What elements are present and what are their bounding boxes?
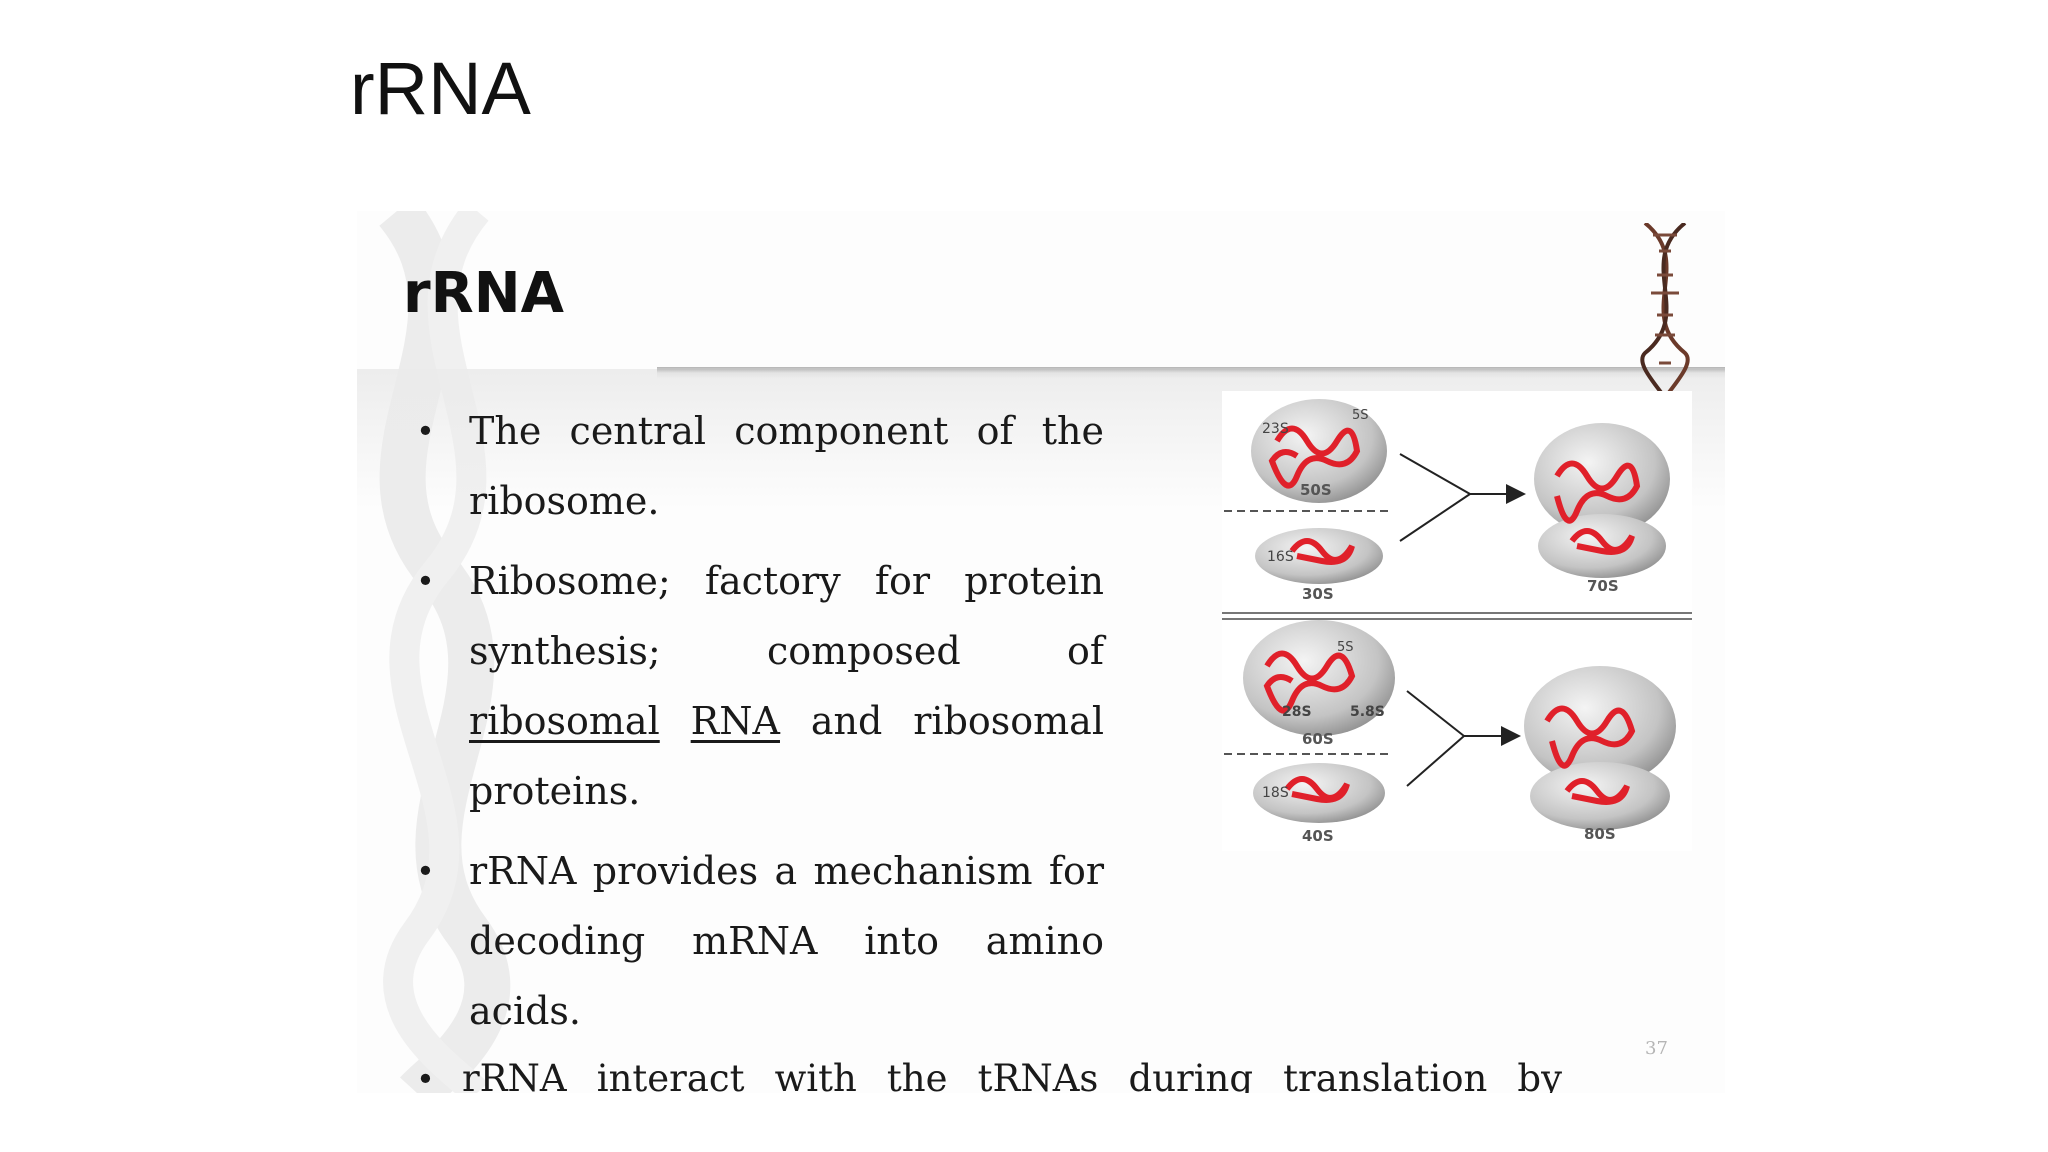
label-30s: 30S [1302,585,1334,603]
bullet-text-3: rRNA provides a mechanism for decoding m… [469,849,1104,1033]
bullet-dot: • [416,1060,435,1093]
label-23s: 23S [1262,421,1289,437]
bullet-dot: • [416,562,435,600]
subunit-30s-shape [1255,528,1383,584]
embedded-slide-image: rRNA [357,211,1725,1093]
bullet-text-2b: and ribosomal proteins. [469,699,1104,813]
bullet-text-2a: Ribosome; factory for protein synthesis;… [469,559,1104,673]
bullet-text-1: The central component of the ribosome. [469,409,1104,523]
bullet-item-1: • The central component of the ribosome. [412,396,1104,536]
bullet-list: • The central component of the ribosome.… [412,396,1572,1093]
label-5-8s: 5.8S [1350,704,1385,720]
bullet-item-2: • Ribosome; factory for protein synthesi… [412,546,1104,826]
header-band [657,367,1725,379]
label-70s: 70S [1587,577,1619,595]
bullet-dot: • [416,412,435,450]
eukaryote-ribosome: 5S 28S 5.8S 60S 18S 40S 80S [1224,620,1676,845]
label-80s: 80S [1584,825,1616,843]
dna-helix-icon [1640,223,1690,398]
label-16s: 16S [1267,549,1294,565]
embedded-slide-heading: rRNA [403,261,564,326]
page-number: 37 [1645,1038,1668,1059]
prokaryote-ribosome: 23S 5S 50S 16S 30S 70S [1224,399,1670,603]
label-40s: 40S [1302,827,1334,845]
bullet-dot: • [416,852,435,890]
underlined-term-rna: RNA [690,699,780,743]
bullet-item-4: • rRNA interact with the tRNAs during tr… [412,1056,1562,1093]
rna-strand-23s [1268,425,1361,489]
label-18s: 18S [1262,785,1289,801]
label-5s-euk: 5S [1337,640,1354,655]
label-28s: 28S [1282,704,1312,720]
ribosome-diagram: 23S 5S 50S 16S 30S 70S [1222,391,1692,851]
bullet-item-3: • rRNA provides a mechanism for decoding… [412,836,1104,1046]
label-60s: 60S [1302,730,1334,748]
label-5s-pro: 5S [1352,408,1369,423]
label-50s: 50S [1300,481,1332,499]
bullet-text-4: rRNA interact with the tRNAs during tran… [462,1057,1562,1093]
underlined-term-ribosomal: ribosomal [469,699,660,743]
slide-title: rRNA [350,47,531,130]
